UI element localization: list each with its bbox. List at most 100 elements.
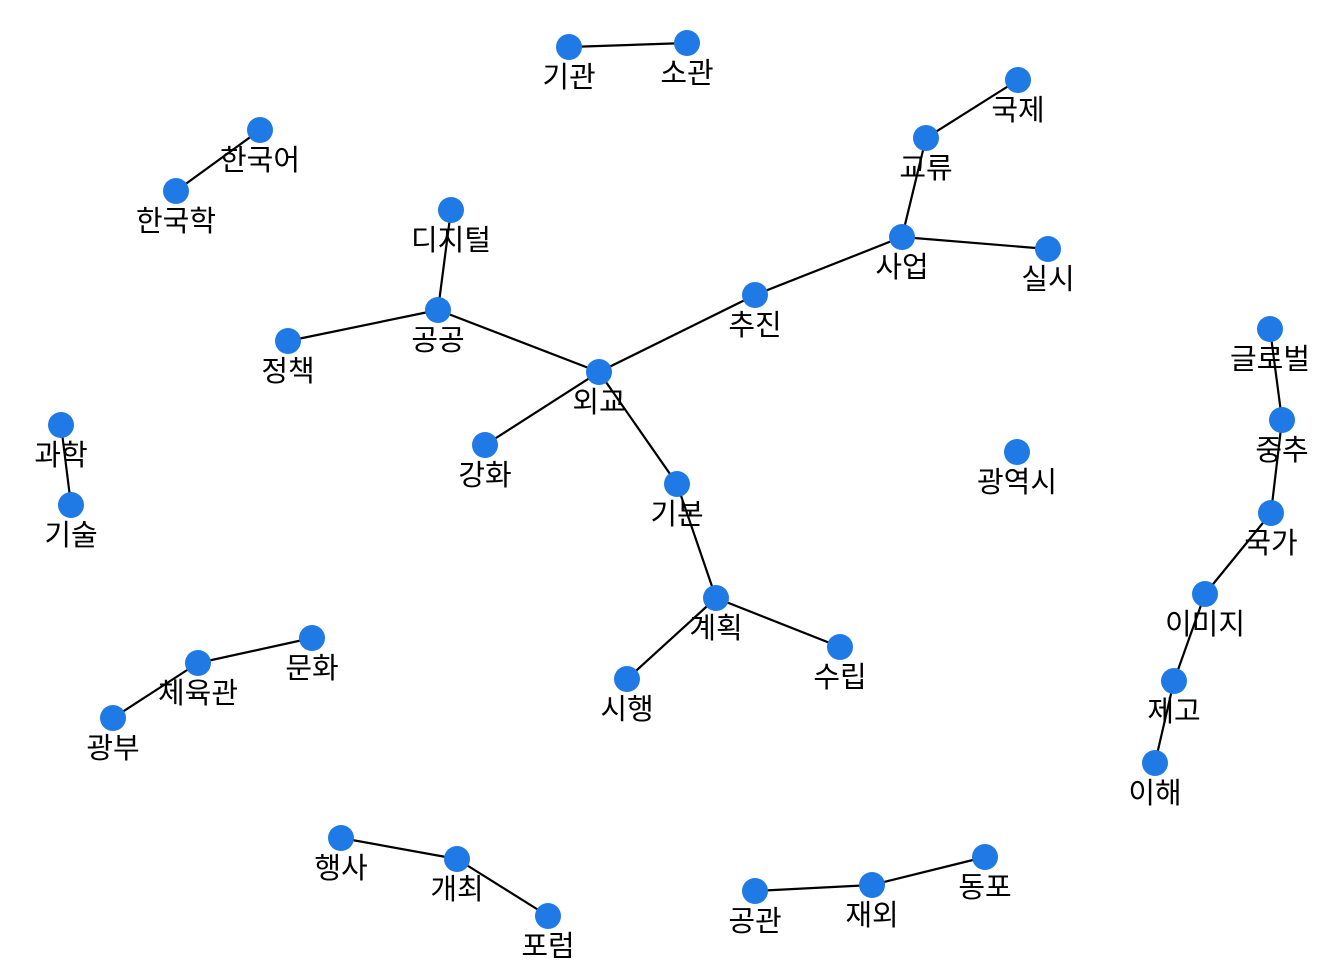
graph-node[interactable]	[1258, 500, 1284, 526]
node-label: 행사	[314, 851, 367, 885]
graph-node[interactable]	[100, 705, 126, 731]
node-label: 국제	[991, 93, 1044, 127]
node-label: 재외	[845, 898, 898, 932]
edge	[598, 294, 756, 373]
edge	[1172, 593, 1207, 682]
edge	[754, 883, 873, 893]
graph-node[interactable]	[614, 666, 640, 692]
graph-node[interactable]	[1142, 750, 1168, 776]
node-label: 광부	[86, 731, 139, 765]
graph-node[interactable]	[58, 492, 84, 518]
node-label: 글로벌	[1230, 342, 1310, 376]
edge	[900, 137, 928, 238]
graph-node[interactable]	[1005, 67, 1031, 93]
graph-node[interactable]	[328, 825, 354, 851]
graph-node[interactable]	[425, 297, 451, 323]
node-label: 외교	[572, 385, 625, 419]
edge	[675, 483, 718, 599]
node-label: 시행	[600, 692, 653, 726]
node-label: 제고	[1147, 694, 1200, 728]
graph-node[interactable]	[535, 903, 561, 929]
node-label: 개최	[430, 872, 483, 906]
graph-node[interactable]	[674, 30, 700, 56]
edge	[598, 371, 678, 485]
node-label: 강화	[458, 458, 511, 492]
node-label: 이해	[1128, 776, 1181, 810]
edge	[112, 662, 199, 719]
graph-node[interactable]	[472, 432, 498, 458]
graph-node[interactable]	[1161, 668, 1187, 694]
node-label: 소관	[660, 56, 713, 90]
node-label: 동포	[958, 870, 1011, 904]
graph-node[interactable]	[742, 878, 768, 904]
edge	[568, 41, 688, 49]
edge	[287, 308, 439, 343]
graph-node[interactable]	[185, 650, 211, 676]
graph-node[interactable]	[444, 846, 470, 872]
graph-node[interactable]	[299, 625, 325, 651]
node-label: 포럼	[521, 929, 574, 960]
node-label: 정책	[261, 354, 314, 388]
node-label: 국가	[1244, 526, 1297, 560]
edge	[1269, 419, 1284, 514]
graph-node[interactable]	[48, 412, 74, 438]
graph-node[interactable]	[1035, 236, 1061, 262]
node-label: 기술	[44, 518, 97, 552]
node-label: 추진	[728, 308, 781, 342]
node-label: 이미지	[1165, 607, 1245, 641]
graph-node[interactable]	[438, 197, 464, 223]
edge	[715, 596, 841, 649]
node-label: 한국어	[220, 143, 300, 177]
edge	[437, 308, 600, 374]
graph-node[interactable]	[275, 328, 301, 354]
edge	[456, 858, 549, 917]
edge	[1268, 328, 1284, 421]
graph-node[interactable]	[859, 872, 885, 898]
node-label: 공공	[411, 323, 464, 357]
node-label: 중추	[1255, 433, 1308, 467]
edge	[1153, 680, 1176, 764]
node-label: 기본	[650, 497, 703, 531]
node-label: 체육관	[158, 676, 238, 710]
node-layer	[48, 30, 1295, 929]
graph-node[interactable]	[972, 844, 998, 870]
edge	[59, 424, 73, 506]
graph-node[interactable]	[827, 634, 853, 660]
edge	[484, 371, 600, 446]
node-label: 공관	[728, 904, 781, 938]
edge	[901, 235, 1049, 251]
node-label: 수립	[813, 660, 866, 694]
edge	[626, 597, 717, 680]
graph-node[interactable]	[1192, 581, 1218, 607]
node-label: 디지털	[411, 223, 491, 257]
graph-node[interactable]	[586, 359, 612, 385]
node-label: 실시	[1021, 262, 1074, 296]
graph-node[interactable]	[163, 178, 189, 204]
node-label: 교류	[899, 151, 952, 185]
graph-node[interactable]	[742, 282, 768, 308]
node-label: 사업	[875, 250, 928, 284]
edge	[436, 209, 453, 311]
edge	[1204, 512, 1272, 595]
graph-node[interactable]	[1269, 407, 1295, 433]
graph-node[interactable]	[664, 471, 690, 497]
edge	[340, 836, 458, 861]
graph-node[interactable]	[703, 585, 729, 611]
graph-node[interactable]	[247, 117, 273, 143]
node-label: 과학	[34, 438, 87, 472]
edge	[871, 855, 986, 887]
node-label: 광역시	[977, 465, 1057, 499]
graph-node[interactable]	[889, 224, 915, 250]
edge	[197, 636, 313, 665]
edge	[175, 129, 261, 192]
graph-node[interactable]	[1004, 439, 1030, 465]
graph-node[interactable]	[913, 125, 939, 151]
graph-node[interactable]	[556, 34, 582, 60]
edge	[925, 79, 1019, 139]
edge	[754, 235, 903, 297]
graph-node[interactable]	[1257, 316, 1283, 342]
edge-layer	[59, 41, 1284, 917]
node-label: 한국학	[136, 204, 216, 238]
